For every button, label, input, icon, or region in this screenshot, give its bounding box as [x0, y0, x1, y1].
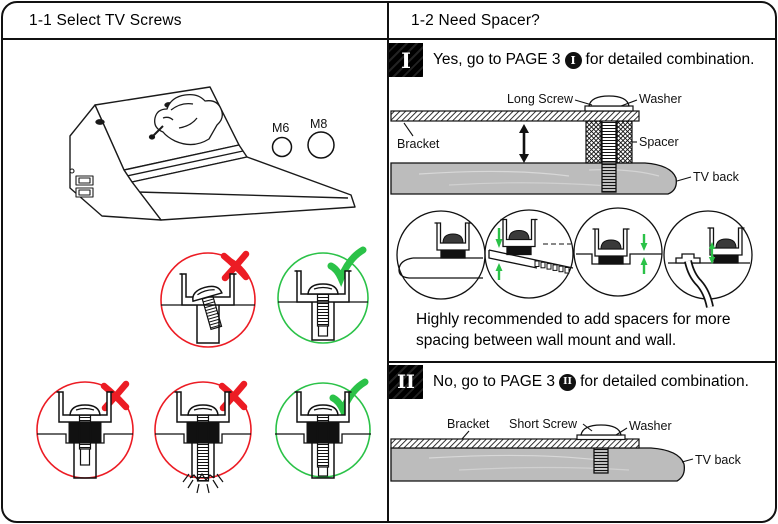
- gap-arrows: [495, 228, 503, 280]
- case-cable-plug: [668, 227, 750, 308]
- washer-label: Washer: [629, 419, 672, 433]
- page-title-left: 1-1 Select TV Screws: [29, 11, 182, 29]
- bracket-label: Bracket: [397, 137, 440, 151]
- screw-head-dome: [588, 95, 630, 107]
- yes-section-header: I Yes, go to PAGE 3 I for detailed combi…: [389, 42, 754, 78]
- page-title-right: 1-2 Need Spacer?: [411, 11, 541, 29]
- right-title-cell: 1-2 Need Spacer?: [389, 3, 775, 38]
- diagram-callouts: [461, 423, 694, 463]
- screw-head-dome: [580, 424, 622, 436]
- case-sloped-vents: [488, 218, 574, 280]
- hand-icon: [148, 93, 223, 146]
- gap-arrows: [708, 242, 716, 264]
- tv-back-shape: [390, 447, 685, 482]
- roman-one-icon: I: [389, 43, 423, 77]
- no-instruction: No, go to PAGE 3 II for detailed combina…: [433, 373, 749, 391]
- long-screw-label: Long Screw: [507, 92, 574, 106]
- washer-shape: [584, 105, 634, 112]
- m8-label: M8: [310, 117, 327, 131]
- washer-label: Washer: [639, 92, 682, 106]
- wrong-long-screw-example: [154, 380, 252, 494]
- yes-instruction: Yes, go to PAGE 3 I for detailed combina…: [433, 51, 754, 69]
- case-recessed-hole: [576, 228, 662, 274]
- tv-back-label: TV back: [695, 453, 742, 467]
- spacer-diagram: Long Screw Washer Bracket Spacer TV back: [390, 92, 740, 195]
- spacer-cases: [396, 207, 753, 308]
- correct-spacer-screw-example: [275, 378, 371, 479]
- no-text-before: No, go to PAGE 3: [433, 373, 556, 390]
- page-badge-two-icon: II: [559, 373, 577, 391]
- select-screws-illustration: M6 M8: [36, 86, 371, 494]
- no-spacer-diagram: Bracket Short Screw Washer TV back: [390, 417, 742, 482]
- crack-burst: [182, 472, 224, 494]
- note-line-1: Highly recommended to add spacers for mo…: [416, 311, 731, 328]
- screw-size-chooser: M6 M8: [271, 117, 335, 159]
- screw-hole: [95, 119, 105, 125]
- case-curved-edge: [398, 222, 483, 279]
- select-screws-panel: M6 M8: [3, 40, 389, 521]
- gap-arrows: [640, 234, 648, 274]
- connector-panel: [69, 168, 94, 198]
- m6-hole-circle: [271, 136, 293, 158]
- tv-back-drawing: [69, 86, 356, 221]
- spacing-double-arrow: [519, 124, 529, 163]
- short-screw-label: Short Screw: [509, 417, 578, 431]
- diagram-callouts: [403, 99, 692, 182]
- m6-label: M6: [272, 121, 289, 135]
- section-divider: [389, 361, 775, 363]
- bracket-label: Bracket: [447, 417, 490, 431]
- yes-text-after: for detailed combination.: [585, 51, 755, 68]
- content-area: M6 M8: [3, 40, 775, 521]
- bracket-bar: [390, 110, 640, 122]
- spacer-block-left: [585, 120, 602, 164]
- roman-two-icon: II: [389, 365, 423, 399]
- page-badge-one-icon: I: [564, 51, 582, 69]
- tv-back-shape: [390, 162, 677, 195]
- spacer-block-right: [616, 120, 633, 164]
- x-mark-icon: [220, 250, 250, 282]
- washer-shape: [576, 434, 626, 441]
- bracket-bar: [390, 438, 640, 449]
- wrong-tilted-screw-example: [160, 250, 256, 348]
- spacer-label: Spacer: [639, 135, 679, 149]
- no-text-after: for detailed combination.: [580, 373, 749, 390]
- no-section-header: II No, go to PAGE 3 II for detailed comb…: [389, 364, 749, 400]
- correct-straight-screw-example: [277, 246, 369, 344]
- yes-text-before: Yes, go to PAGE 3: [433, 51, 561, 68]
- left-title-cell: 1-1 Select TV Screws: [3, 3, 389, 38]
- tv-back-label: TV back: [693, 170, 740, 184]
- note-line-2: spacing between wall mount and wall.: [416, 332, 677, 349]
- check-mark-icon: [327, 246, 367, 287]
- m8-hole-circle: [307, 131, 335, 159]
- recommendation-note: Highly recommended to add spacers for mo…: [416, 309, 730, 351]
- need-spacer-panel: I Yes, go to PAGE 3 I for detailed combi…: [389, 40, 775, 521]
- wrong-short-screw-example: [36, 380, 134, 479]
- check-mark-icon: [329, 378, 369, 419]
- title-bar: 1-1 Select TV Screws 1-2 Need Spacer?: [3, 3, 775, 40]
